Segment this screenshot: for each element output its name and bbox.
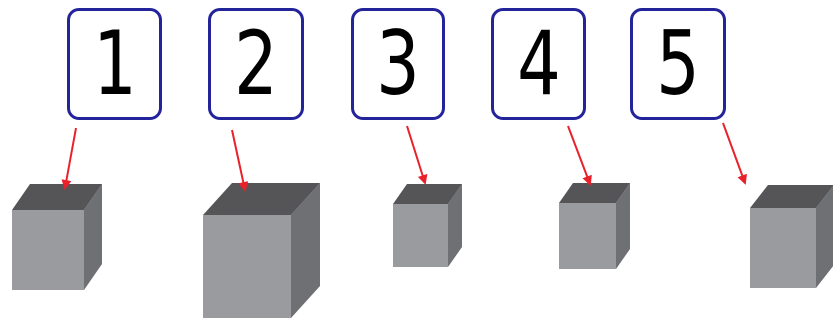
cube-2 [203,183,320,318]
cube-3 [393,184,462,267]
arrow-5 [723,123,745,183]
cube-1 [12,184,102,290]
cube-4 [559,183,630,269]
cube-front-face [559,203,616,269]
arrow-2 [232,130,245,190]
cube-front-face [12,210,84,290]
cube-front-face [203,215,291,318]
cube-front-face [750,208,816,288]
arrow-3 [407,126,425,183]
arrow-4 [568,126,590,184]
arrow-1 [65,128,76,188]
cube-5 [750,185,833,288]
cube-front-face [393,204,448,267]
